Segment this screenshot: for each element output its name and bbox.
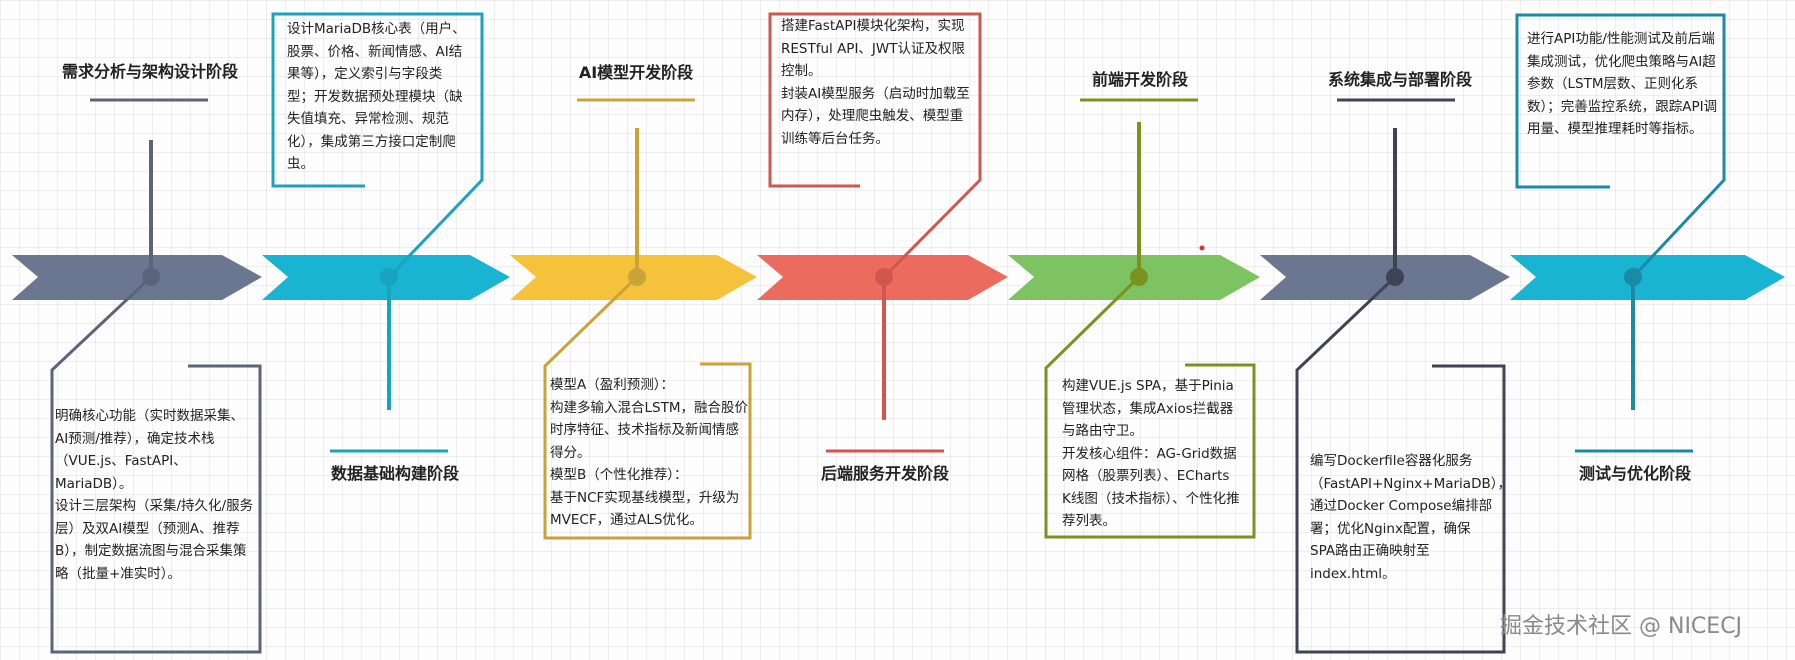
arrow-segment-7 — [1510, 255, 1785, 300]
stage-desc-3: 模型A（盈利预测）： 构建多输入混合LSTM，融合股价时序特征、技术指标及新闻情… — [550, 374, 750, 532]
stage-connector-7 — [1515, 13, 1726, 279]
stage-desc-4: 搭建FastAPI模块化架构，实现RESTful API、JWT认证及权限控制。… — [781, 15, 971, 150]
stage-connector-5 — [1044, 275, 1256, 539]
stage-desc-2-p1: 设计MariaDB核心表（用户、股票、价格、新闻情感、AI结果等），定义索引与字… — [287, 21, 466, 172]
stage-connector-4 — [768, 12, 982, 279]
stage-desc-7-p1: 进行API功能/性能测试及前后端集成测试，优化爬虫策略与AI超参数（LSTM层数… — [1527, 31, 1718, 137]
stage-node-7 — [1624, 268, 1642, 286]
stage-desc-3-p4: 基于NCF实现基线模型，升级为MVECF，通过ALS优化。 — [550, 489, 740, 529]
stage-title-1: 需求分析与架构设计阶段 — [61, 62, 238, 81]
stage-title-3: AI模型开发阶段 — [578, 63, 694, 82]
stage-desc-1: 明确核心功能（实时数据采集、AI预测/推荐），确定技术栈（VUE.js、Fast… — [55, 405, 255, 585]
stage-node-5 — [1130, 268, 1148, 286]
stage-desc-1-p1: 明确核心功能（实时数据采集、AI预测/推荐），确定技术栈（VUE.js、Fast… — [55, 408, 244, 492]
stage-node-1 — [142, 268, 160, 286]
stage-title-2: 数据基础构建阶段 — [330, 464, 459, 483]
stage-desc-1-p2: 设计三层架构（采集/持久化/服务层）及双AI模型（预测A、推荐B），制定数据流图… — [55, 498, 254, 582]
stage-desc-6-p1: 编写Dockerfile容器化服务（FastAPI+Nginx+MariaDB）… — [1310, 453, 1511, 582]
arrow-segment-1 — [12, 255, 262, 300]
stage-desc-5-p2: 开发核心组件：AG-Grid数据网格（股票列表）、ECharts K线图（技术指… — [1062, 445, 1240, 530]
stage-desc-5-p1: 构建VUE.js SPA，基于Pinia管理状态，集成Axios拦截器与路由守卫… — [1062, 378, 1234, 439]
stage-connector-1 — [50, 275, 262, 654]
arrow-segment-6 — [1260, 255, 1510, 300]
stray-dot — [1199, 245, 1205, 251]
stage-node-2 — [380, 268, 398, 286]
stage-title-7: 测试与优化阶段 — [1578, 464, 1691, 483]
stage-desc-7: 进行API功能/性能测试及前后端集成测试，优化爬虫策略与AI超参数（LSTM层数… — [1527, 28, 1727, 141]
stage-connector-3 — [543, 275, 752, 540]
stage-desc-2: 设计MariaDB核心表（用户、股票、价格、新闻情感、AI结果等），定义索引与字… — [287, 18, 469, 176]
stage-desc-4-p1: 搭建FastAPI模块化架构，实现RESTful API、JWT认证及权限控制。 — [781, 18, 966, 79]
stage-desc-3-p2: 构建多输入混合LSTM，融合股价时序特征、技术指标及新闻情感得分。 — [550, 399, 748, 461]
stage-node-6 — [1386, 268, 1404, 286]
stage-title-4: 后端服务开发阶段 — [820, 464, 949, 483]
stage-desc-6: 编写Dockerfile容器化服务（FastAPI+Nginx+MariaDB）… — [1310, 450, 1511, 585]
stage-desc-5: 构建VUE.js SPA，基于Pinia管理状态，集成Axios拦截器与路由守卫… — [1062, 375, 1242, 533]
stage-desc-4-p2: 封装AI模型服务（启动时加载至内存），处理爬虫触发、模型重训练等后台任务。 — [781, 85, 970, 147]
stage-desc-3-p1: 模型A（盈利预测）： — [550, 377, 674, 393]
stage-connector-6 — [1295, 275, 1506, 654]
watermark: 掘金技术社区 @ NICECJ — [1500, 614, 1743, 639]
stage-connector-2 — [271, 12, 484, 279]
stage-title-5: 前端开发阶段 — [1091, 70, 1188, 89]
stage-title-6: 系统集成与部署阶段 — [1327, 70, 1472, 89]
stage-node-3 — [628, 268, 646, 286]
stage-node-4 — [875, 268, 893, 286]
stage-desc-3-p3: 模型B（个性化推荐）： — [550, 467, 688, 483]
